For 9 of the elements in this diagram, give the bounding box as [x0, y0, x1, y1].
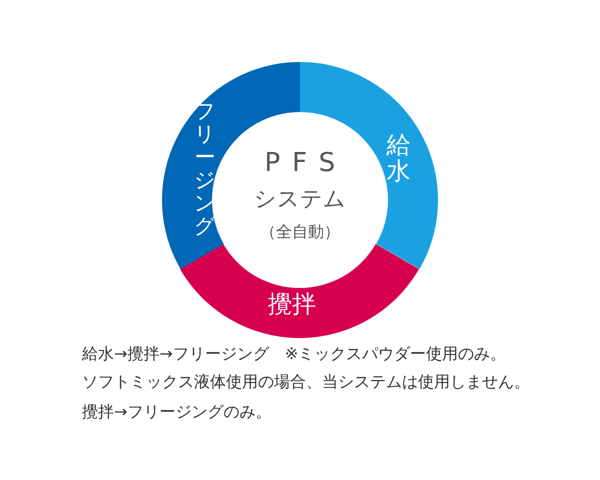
note-text: 給水→攪拌→フリージング ※ミックスパウダー使用のみ。	[82, 344, 506, 365]
center-label: システム	[254, 186, 346, 214]
note-text: 攪拌→フリージングのみ。	[82, 402, 272, 423]
segment-label: 攪拌	[268, 292, 316, 316]
donut-segment	[180, 244, 420, 338]
segment-label: 給水	[386, 132, 412, 185]
note-text: ソフトミックス液体使用の場合、当システムは使用しません。	[82, 372, 530, 393]
center-label: （全自動）	[260, 222, 340, 243]
center-label: PFS	[264, 148, 348, 178]
